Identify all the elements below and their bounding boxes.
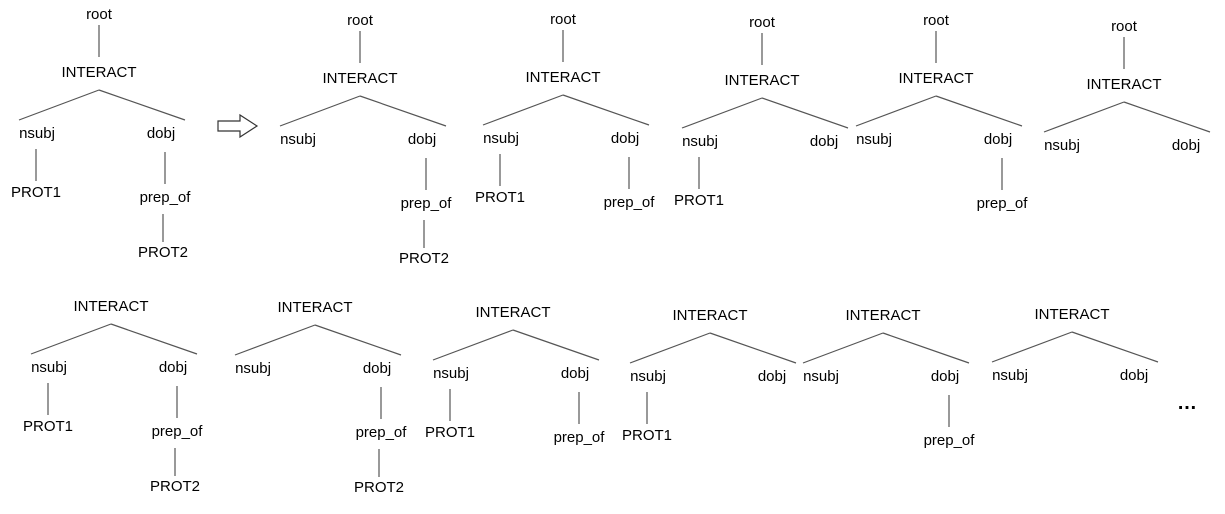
interact-label: INTERACT (62, 64, 137, 81)
dobj-edge (359, 95, 447, 127)
prot1-label: PROT1 (475, 189, 525, 206)
interact-label: INTERACT (1087, 76, 1162, 93)
dobj-label: dobj (758, 368, 786, 385)
nsubj-label: nsubj (992, 367, 1028, 384)
dobj-edge (512, 329, 600, 361)
nsubj-edge (234, 324, 316, 356)
dobj-label: dobj (363, 360, 391, 377)
root-label: root (86, 6, 113, 23)
interact-label: INTERACT (846, 307, 921, 324)
dobj-edge (98, 89, 186, 121)
dobj-label: dobj (147, 125, 175, 142)
prep-of-label: prep_of (604, 194, 656, 211)
prot1-label: PROT1 (23, 418, 73, 435)
root-label: root (347, 12, 374, 29)
nsubj-edge (629, 332, 711, 364)
prot1-label: PROT1 (674, 192, 724, 209)
dobj-edge (562, 94, 650, 126)
nsubj-edge (482, 94, 564, 126)
prep-of-label: prep_of (924, 432, 976, 449)
interact-label: INTERACT (323, 70, 398, 87)
nsubj-label: nsubj (682, 133, 718, 150)
interact-label: INTERACT (74, 298, 149, 315)
prep-of-label: prep_of (140, 189, 192, 206)
dobj-edge (761, 97, 849, 129)
prot1-label: PROT1 (425, 424, 475, 441)
nsubj-label: nsubj (803, 368, 839, 385)
prep-of-label: prep_of (554, 429, 606, 446)
interact-label: INTERACT (278, 299, 353, 316)
dobj-label: dobj (931, 368, 959, 385)
nsubj-edge (991, 331, 1073, 363)
dobj-label: dobj (810, 133, 838, 150)
ellipsis: … (1177, 392, 1197, 414)
dobj-edge (882, 332, 970, 364)
dobj-edge (1123, 101, 1211, 133)
interact-label: INTERACT (673, 307, 748, 324)
prep-of-label: prep_of (152, 423, 204, 440)
dobj-edge (110, 323, 198, 355)
prot1-label: PROT1 (622, 427, 672, 444)
nsubj-edge (279, 95, 361, 127)
root-label: root (749, 14, 776, 31)
prot2-label: PROT2 (354, 479, 404, 496)
dobj-label: dobj (1120, 367, 1148, 384)
prep-of-label: prep_of (356, 424, 408, 441)
nsubj-edge (681, 97, 763, 129)
nsubj-edge (855, 95, 937, 127)
nsubj-edge (1043, 101, 1125, 133)
nsubj-label: nsubj (31, 359, 67, 376)
interact-label: INTERACT (899, 70, 974, 87)
interact-label: INTERACT (526, 69, 601, 86)
nsubj-label: nsubj (856, 131, 892, 148)
nsubj-label: nsubj (280, 131, 316, 148)
dobj-label: dobj (408, 131, 436, 148)
root-label: root (550, 11, 577, 28)
nsubj-edge (432, 329, 514, 361)
right-outline-arrow-icon (217, 113, 259, 139)
nsubj-edge (802, 332, 884, 364)
dobj-edge (935, 95, 1023, 127)
dobj-label: dobj (561, 365, 589, 382)
prep-of-label: prep_of (401, 195, 453, 212)
dobj-edge (314, 324, 402, 356)
prot2-label: PROT2 (150, 478, 200, 495)
prot2-label: PROT2 (399, 250, 449, 267)
nsubj-label: nsubj (235, 360, 271, 377)
nsubj-edge (30, 323, 112, 355)
nsubj-label: nsubj (483, 130, 519, 147)
nsubj-label: nsubj (1044, 137, 1080, 154)
interact-label: INTERACT (1035, 306, 1110, 323)
root-label: root (1111, 18, 1138, 35)
dobj-label: dobj (984, 131, 1012, 148)
prot1-label: PROT1 (11, 184, 61, 201)
dobj-edge (1071, 331, 1159, 363)
prep-of-label: prep_of (977, 195, 1029, 212)
interact-label: INTERACT (476, 304, 551, 321)
dobj-label: dobj (1172, 137, 1200, 154)
nsubj-label: nsubj (630, 368, 666, 385)
nsubj-label: nsubj (19, 125, 55, 142)
dobj-edge (709, 332, 797, 364)
interact-label: INTERACT (725, 72, 800, 89)
nsubj-label: nsubj (433, 365, 469, 382)
nsubj-edge (18, 89, 100, 121)
dobj-label: dobj (611, 130, 639, 147)
root-label: root (923, 12, 950, 29)
prot2-label: PROT2 (138, 244, 188, 261)
dobj-label: dobj (159, 359, 187, 376)
